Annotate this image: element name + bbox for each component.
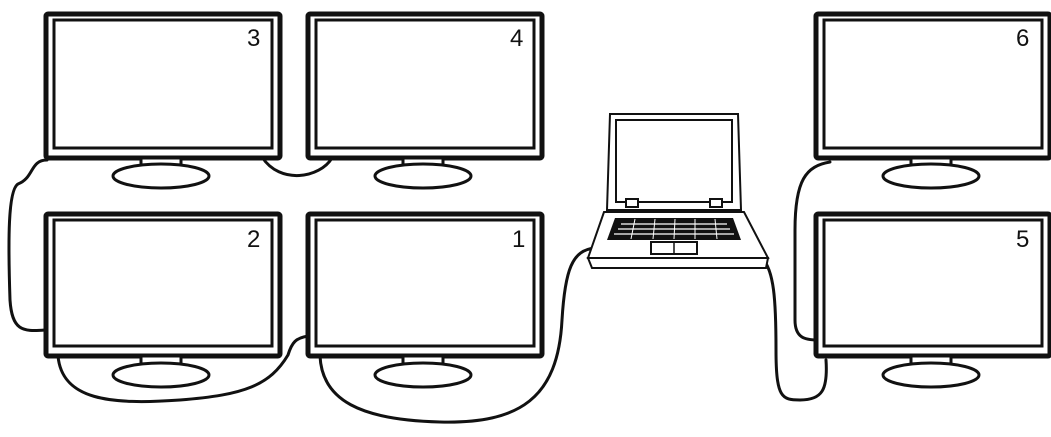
- monitor-3: 3: [43, 11, 283, 190]
- cable-monitor-3-to-monitor-4: [260, 155, 334, 177]
- monitor-2-label: 2: [247, 226, 260, 253]
- cable-monitor-5-to-monitor-6: [793, 160, 832, 342]
- monitor-4: 4: [305, 11, 545, 190]
- monitor-4-label: 4: [510, 25, 523, 52]
- monitor-5: 5: [813, 211, 1051, 389]
- cable-monitor-1-to-monitor-2: [56, 334, 310, 404]
- laptop: [586, 113, 770, 269]
- monitor-1-label: 1: [512, 226, 525, 253]
- cable-laptop-to-monitor-1: [318, 246, 597, 424]
- cable-monitor-2-to-monitor-3: [7, 158, 49, 333]
- monitor-5-label: 5: [1016, 226, 1029, 253]
- monitor-3-label: 3: [247, 25, 260, 52]
- monitor-6-label: 6: [1016, 25, 1029, 52]
- monitor-2: 2: [43, 211, 283, 389]
- monitor-6: 6: [813, 11, 1051, 190]
- monitor-1: 1: [305, 211, 545, 389]
- cable-laptop-to-monitor-5: [760, 256, 828, 402]
